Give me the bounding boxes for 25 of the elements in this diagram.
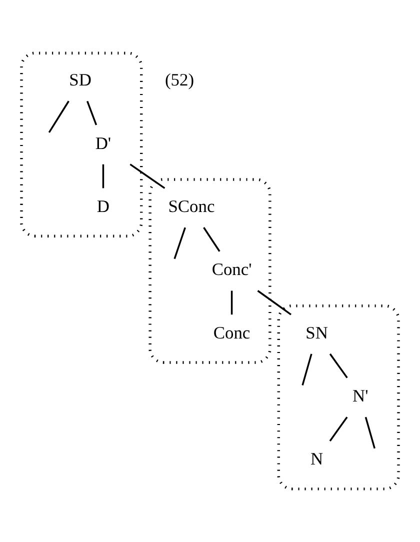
connector [86,100,98,126]
node-text: SN [306,322,328,342]
connector [257,290,292,316]
node-text: D' [95,132,112,153]
connector [302,354,312,386]
node-text: SConc [168,196,215,216]
connector [329,353,348,378]
connector [130,164,166,189]
connector [364,416,376,449]
node-text: N [310,448,324,469]
cluster [20,52,143,238]
cluster [277,304,400,490]
connector [203,227,220,252]
label: (52) [164,70,194,90]
connector [48,100,70,133]
node-text: N' [352,386,368,406]
node-text: Conc [213,322,250,342]
connector [230,290,233,315]
node-text: SD [69,70,92,90]
cluster [148,178,272,364]
connector [329,416,348,442]
connector [102,164,104,188]
node-text: D [96,196,110,216]
node-text: Conc' [212,259,252,280]
connector [174,227,186,260]
